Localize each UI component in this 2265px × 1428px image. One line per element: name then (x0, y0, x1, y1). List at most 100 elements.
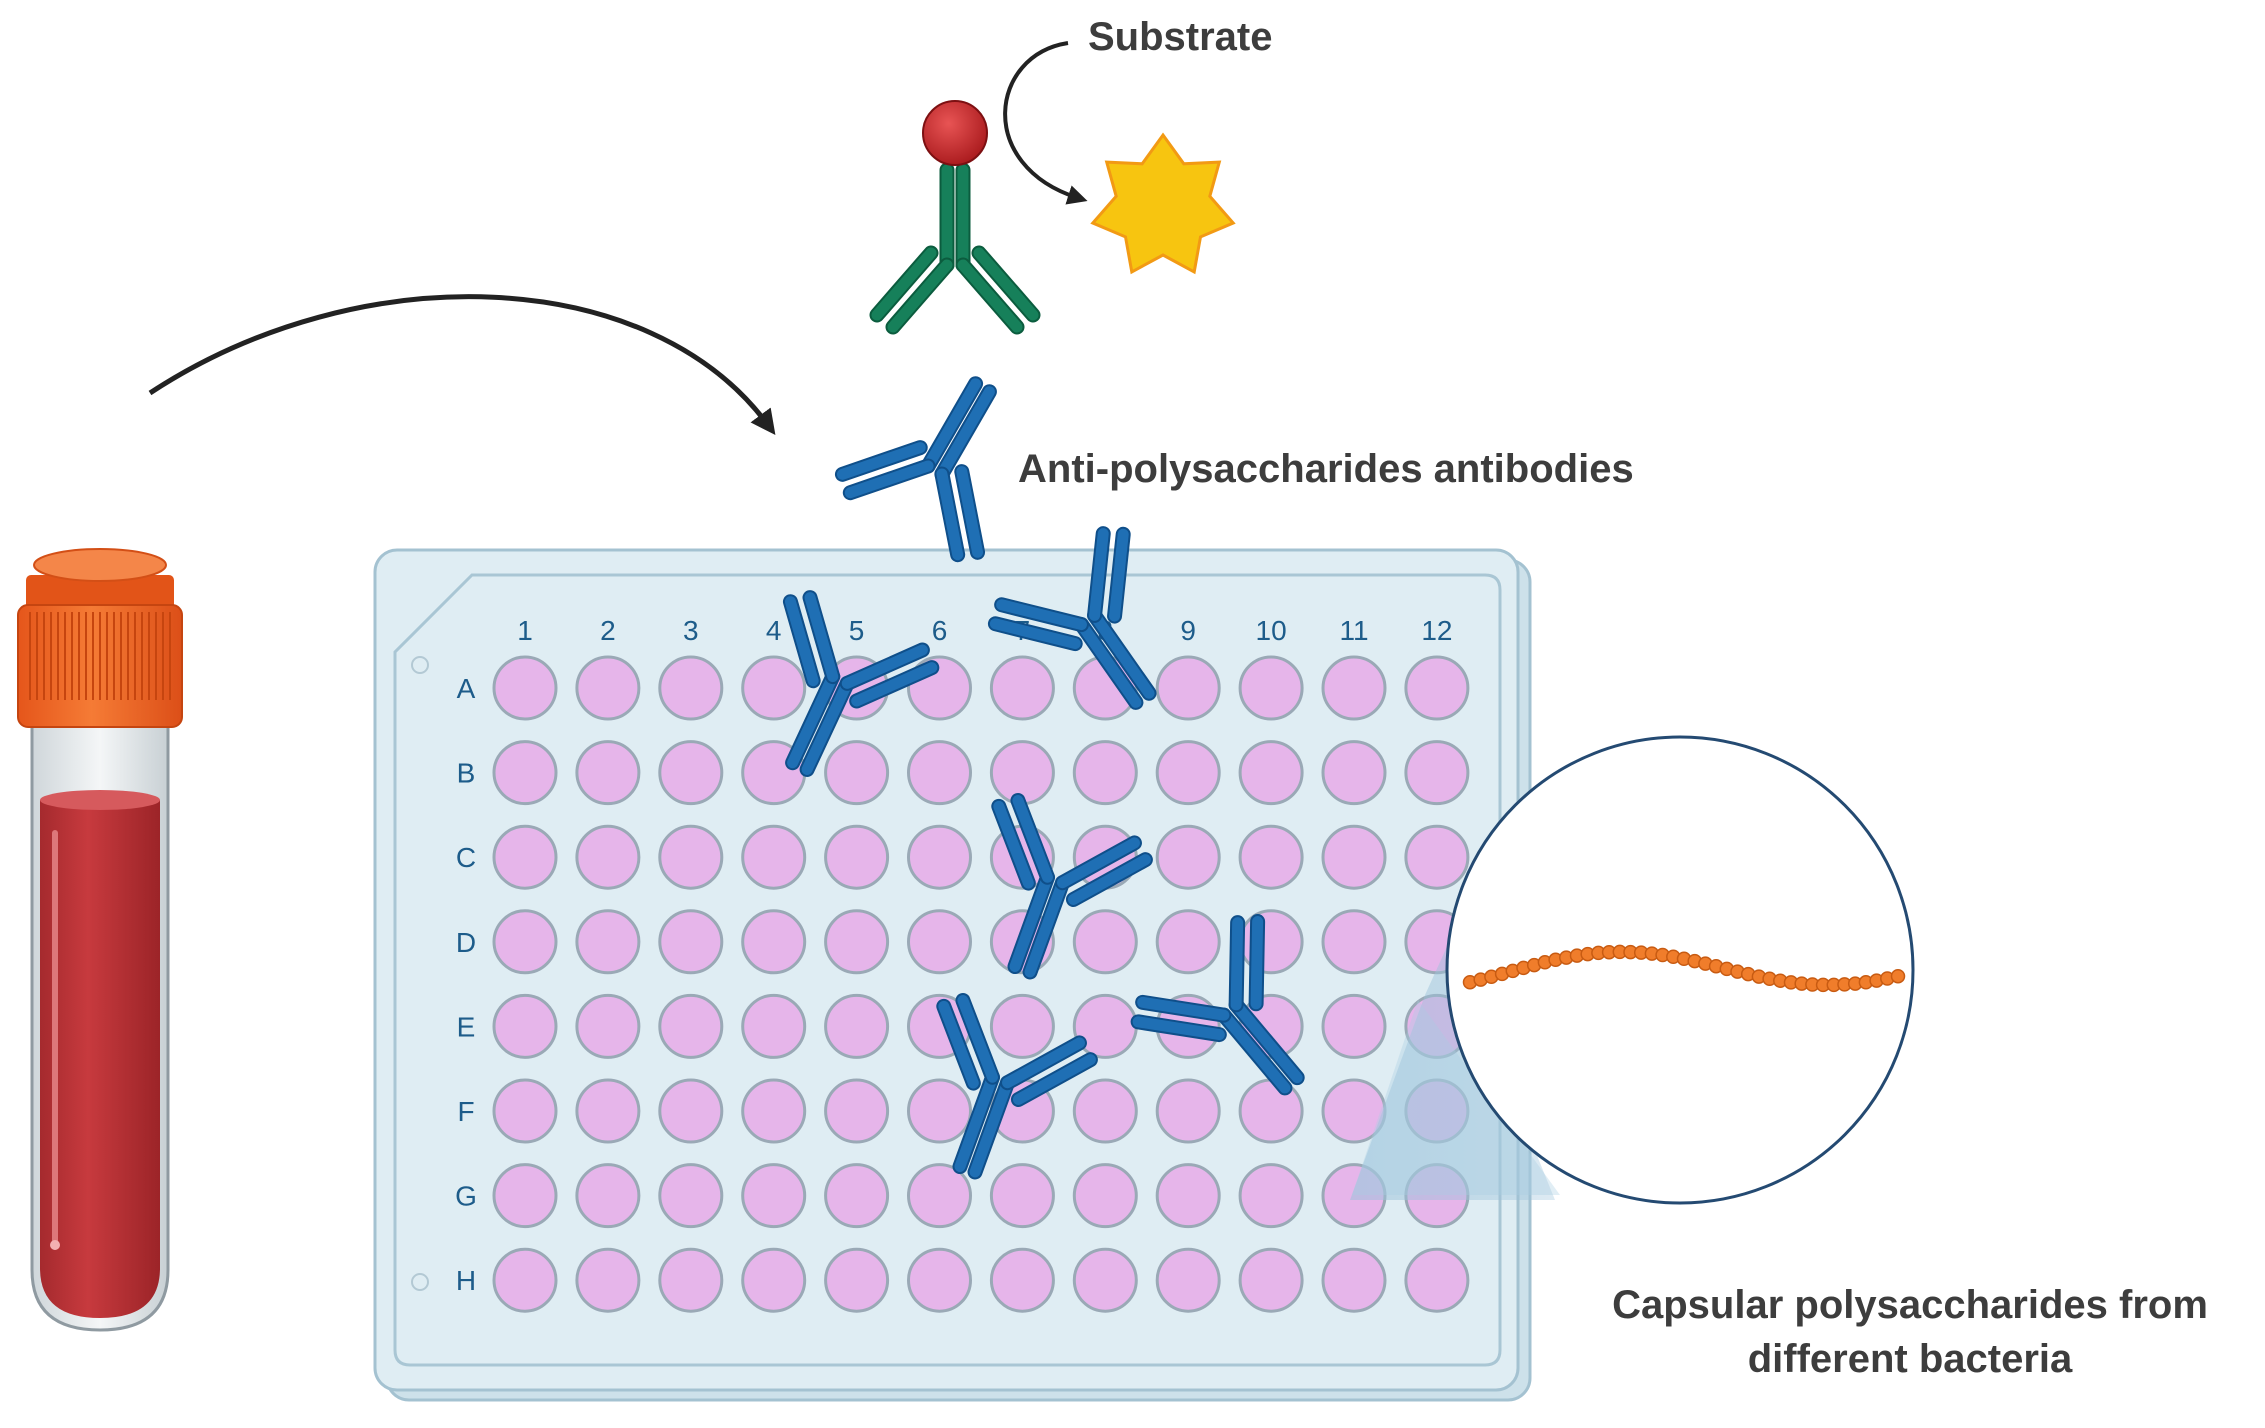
plate-well (907, 1163, 972, 1229)
plate-well (989, 1247, 1055, 1313)
plate-well (492, 740, 558, 806)
plate-well (575, 824, 641, 890)
plate-well (1155, 1078, 1221, 1144)
substrate-arrow (1003, 41, 1088, 205)
plate-well (1238, 1078, 1304, 1144)
plate-well (907, 1078, 972, 1144)
plate-well (741, 909, 807, 975)
plate-well (658, 1078, 724, 1144)
plate-well (907, 824, 972, 890)
column-label: 3 (683, 615, 699, 646)
row-label: H (456, 1265, 476, 1296)
plate-well (989, 993, 1055, 1059)
plate-well (1072, 909, 1138, 975)
blue-antibody-icon (991, 793, 1153, 980)
row-label: F (457, 1096, 474, 1127)
plate-well (658, 655, 724, 721)
star-product-icon (1090, 132, 1236, 275)
plate-well (658, 993, 724, 1059)
plate-well (824, 993, 890, 1059)
magnified-circle (1350, 735, 1915, 1205)
plate-well (575, 909, 641, 975)
plate-well (1072, 740, 1138, 806)
column-label: 12 (1421, 615, 1452, 646)
plate-well (1238, 655, 1304, 721)
plate-well (989, 740, 1055, 806)
blood-tube-icon (17, 548, 183, 1332)
plate-well (1404, 655, 1470, 721)
plate-well (824, 824, 890, 890)
plate-well (492, 1247, 558, 1313)
plate-well (1072, 1078, 1138, 1144)
plate-well (1155, 1247, 1221, 1313)
plate-well (658, 1163, 724, 1229)
blue-antibody-icon (834, 376, 997, 563)
plate-well (824, 1247, 890, 1313)
plate-well (824, 1163, 890, 1229)
plate-well (492, 1163, 558, 1229)
plate-well (741, 993, 807, 1059)
capsular-label-line1: Capsular polysaccharides from (1612, 1283, 2208, 1327)
plate-well (1155, 740, 1221, 806)
column-label: 2 (600, 615, 616, 646)
plate-well (741, 1247, 807, 1313)
plate-well (1321, 1247, 1387, 1313)
plate-well (575, 993, 641, 1059)
plate-well (492, 824, 558, 890)
plate-well (741, 824, 807, 890)
plate-well (1072, 1247, 1138, 1313)
blue-antibody-icon (987, 526, 1157, 710)
polysaccharide-chain (1462, 944, 1906, 993)
plate-well (492, 1078, 558, 1144)
plate-well (824, 909, 890, 975)
blue-antibody-icon (782, 590, 940, 777)
plate-well (1238, 1247, 1304, 1313)
plate-well (1155, 1163, 1221, 1229)
anti-polysaccharide-antibodies (782, 376, 1305, 1180)
plate-well (658, 909, 724, 975)
plate-well (989, 1163, 1055, 1229)
plate-well (1238, 1163, 1304, 1229)
enzyme-icon (922, 100, 988, 166)
column-label: 1 (517, 615, 533, 646)
row-label: D (456, 927, 476, 958)
plate-well (1321, 740, 1387, 806)
plate-well (1155, 824, 1221, 890)
substrate-label: Substrate (1088, 15, 1273, 59)
plate-well (907, 1247, 972, 1313)
plate-well (907, 740, 972, 806)
plate-well (1321, 993, 1387, 1059)
plate-well (907, 909, 972, 975)
column-label: 10 (1256, 615, 1287, 646)
plate-well (1238, 740, 1304, 806)
row-label: A (457, 673, 476, 704)
plate-well (1321, 824, 1387, 890)
plate-well (1404, 824, 1470, 890)
plate-well (575, 655, 641, 721)
transfer-arrow (148, 294, 776, 436)
plate-wells (492, 655, 1470, 1313)
plate-well (741, 1163, 807, 1229)
blue-antibody-icon (936, 993, 1098, 1180)
plate-well (575, 1163, 641, 1229)
column-label: 11 (1339, 615, 1368, 646)
row-label: C (456, 842, 476, 873)
plate-well (492, 655, 558, 721)
plate-well (824, 740, 890, 806)
green-antibody-icon (869, 162, 1041, 335)
row-label: B (457, 758, 476, 789)
enzyme-linked-antibody-icon (869, 162, 1041, 335)
plate-well (658, 740, 724, 806)
plate-well (1404, 740, 1470, 806)
column-label: 6 (932, 615, 948, 646)
plate-well (741, 655, 807, 721)
plate-well (824, 1078, 890, 1144)
plate-well (1155, 909, 1221, 975)
plate-well (492, 993, 558, 1059)
plate-well (575, 740, 641, 806)
plate-well (989, 655, 1055, 721)
antibodies-label: Anti-polysaccharides antibodies (1018, 447, 1634, 491)
plate-well (1321, 655, 1387, 721)
